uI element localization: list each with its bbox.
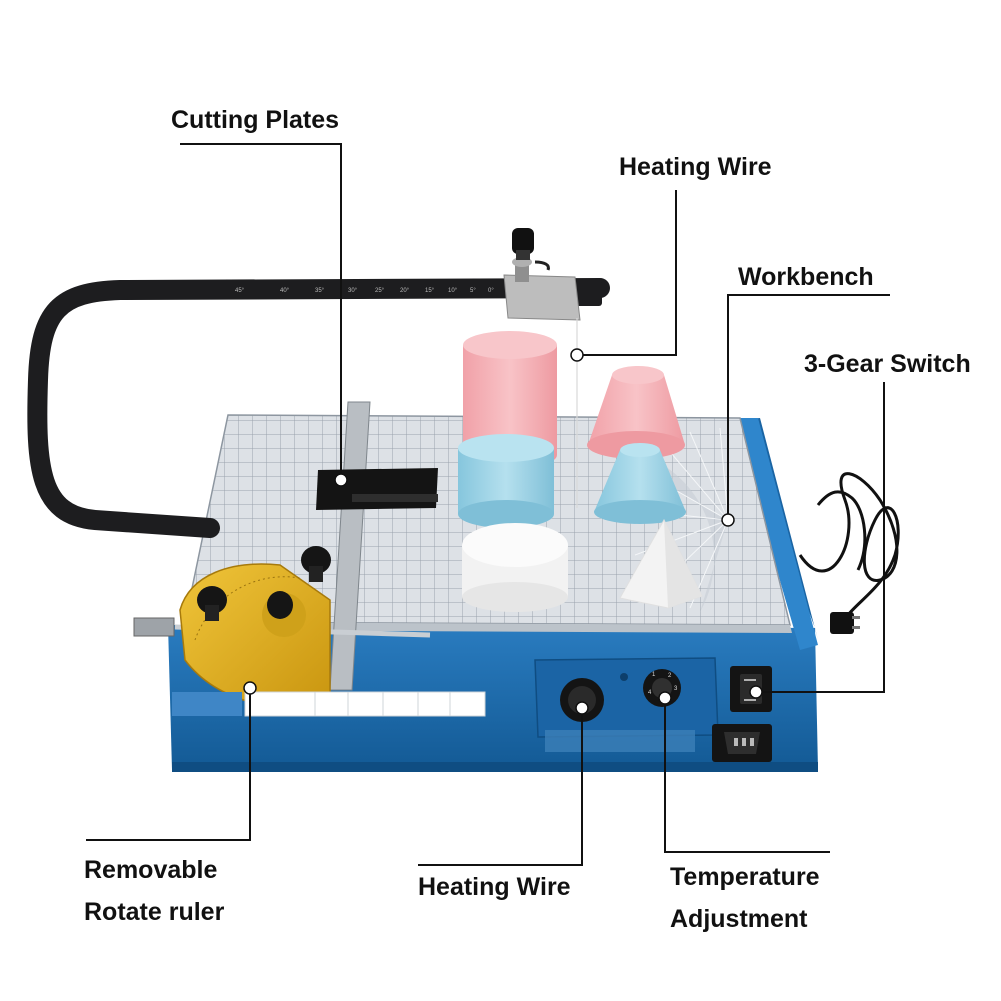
callout-line-switch — [756, 382, 885, 693]
control-panel: 1 2 3 4 — [534, 657, 772, 762]
svg-text:45°: 45° — [235, 288, 245, 294]
foam-samples — [458, 331, 703, 612]
callout-line-heating-wire-bottom — [418, 710, 583, 866]
svg-text:20°: 20° — [400, 288, 410, 294]
callout-line-workbench — [727, 294, 890, 520]
callout-label-heating-wire-top: Heating Wire — [619, 153, 772, 181]
svg-text:10°: 10° — [448, 288, 458, 294]
svg-text:2: 2 — [668, 673, 672, 679]
callout-label-gear-switch: 3-Gear Switch — [804, 350, 971, 378]
svg-text:0°: 0° — [488, 288, 494, 294]
callout-label-temperature-line2: Adjustment — [670, 905, 808, 933]
svg-text:3: 3 — [674, 686, 678, 692]
callout-label-workbench: Workbench — [738, 263, 874, 291]
svg-text:15°: 15° — [425, 288, 435, 294]
heating-wire-knob-icon — [560, 678, 604, 722]
callout-line-temperature — [664, 698, 830, 853]
svg-text:30°: 30° — [348, 288, 358, 294]
rotate-ruler — [179, 546, 331, 711]
svg-text:4: 4 — [648, 690, 652, 696]
callout-label-rotate-ruler-line1: Removable — [84, 856, 218, 884]
svg-text:40°: 40° — [280, 288, 290, 294]
callout-line-heating-wire-top — [577, 190, 677, 356]
callout-dots — [243, 348, 763, 715]
svg-text:35°: 35° — [315, 288, 325, 294]
callout-line-rotate-ruler — [86, 690, 251, 841]
callout-label-temperature-line1: Temperature — [670, 863, 820, 891]
thickness-scale-sticker — [172, 691, 486, 717]
power-cord — [798, 472, 900, 634]
svg-text:25°: 25° — [375, 288, 385, 294]
power-socket-icon — [712, 724, 772, 762]
callout-lines — [86, 143, 890, 866]
svg-text:1: 1 — [652, 672, 656, 678]
callout-label-rotate-ruler-line2: Rotate ruler — [84, 898, 225, 926]
callout-line-cutting-plates — [180, 143, 342, 480]
callout-label-cutting-plates: Cutting Plates — [171, 106, 340, 134]
svg-text:5°: 5° — [470, 288, 476, 294]
callout-label-heating-wire-bottom: Heating Wire — [418, 873, 571, 901]
